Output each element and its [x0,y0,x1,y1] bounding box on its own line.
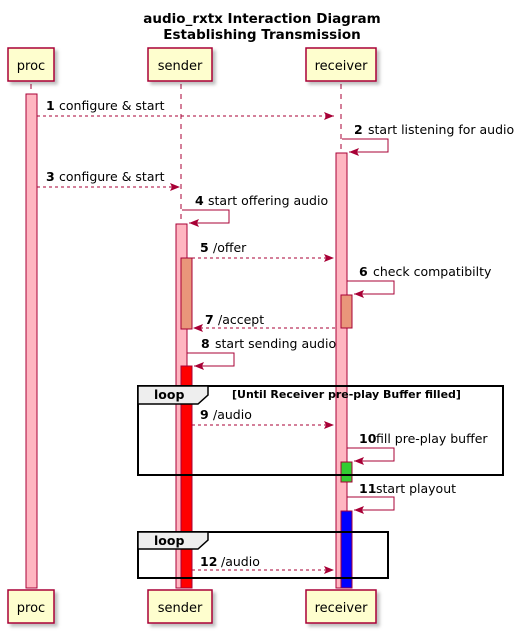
message-num-8: 8 [201,336,210,351]
activation-proc [25,93,38,589]
arrowhead-6 [354,290,364,298]
arrowhead-7 [193,324,203,332]
diagram-title: audio_rxtx Interaction Diagram [143,11,380,27]
message-text-2: start listening for audio [368,122,514,137]
arrowhead-2 [349,148,359,156]
message-text-1: configure & start [59,98,165,113]
message-text-12: /audio [221,554,260,569]
message-text-11: start playout [376,481,456,496]
arrowhead-12 [324,566,334,574]
message-num-9: 9 [200,407,209,422]
message-arrow-4 [182,209,230,224]
arrowhead-11 [354,506,364,514]
activation-sender-offer [180,257,193,330]
loop-header-1 [137,385,209,405]
message-text-8: start sending audio [215,336,336,351]
message-text-5: /offer [213,240,247,255]
loop-condition-1: [Until Receiver pre-play Buffer filled] [232,388,461,401]
arrowhead-4 [189,219,199,227]
loop-header-2 [137,531,209,550]
participant-label: receiver [315,59,369,74]
arrowhead-3 [170,183,180,191]
message-arrow-10 [347,447,395,462]
message-arrow-6 [347,280,395,295]
participant-label: sender [158,601,203,616]
loop-keyword-2: loop [154,533,184,548]
activation-sender-sending [180,365,193,589]
message-num-1: 1 [46,98,55,113]
message-arrow-11 [347,496,395,511]
message-num-3: 3 [46,169,55,184]
message-text-7: /accept [218,312,264,327]
message-num-12: 12 [200,554,217,569]
message-text-4: start offering audio [208,193,328,208]
loop-frame-1 [137,385,504,476]
message-text-3: configure & start [59,169,165,184]
activation-receiver-buffer [340,461,353,483]
message-num-7: 7 [205,312,214,327]
arrowhead-8 [194,362,204,370]
participant-proc-top: proc [7,47,55,82]
participant-receiver-bottom: receiver [305,589,377,624]
message-num-2: 2 [354,122,363,137]
participant-label: receiver [315,601,369,616]
arrowhead-10 [354,457,364,465]
loop-keyword-1: loop [154,387,184,402]
message-num-5: 5 [200,240,209,255]
diagram-subtitle: Establishing Transmission [163,27,360,43]
arrowhead-5 [324,254,334,262]
message-num-6: 6 [359,264,368,279]
participant-receiver-top: receiver [305,47,377,82]
message-arrow-2 [342,138,389,153]
arrowhead-1 [324,112,334,120]
loop-frame-2 [137,531,389,579]
participant-label: proc [17,601,45,616]
participant-sender-bottom: sender [147,589,213,624]
message-text-9: /audio [213,407,252,422]
participant-label: proc [17,59,45,74]
message-text-6: check compatibilty [373,264,492,279]
message-num-10: 10 [359,431,377,446]
arrowhead-9 [324,421,334,429]
participant-proc-bottom: proc [7,589,55,624]
message-num-4: 4 [195,193,204,208]
participant-label: sender [158,59,203,74]
activation-receiver-playout [340,510,353,589]
message-text-10: fill pre-play buffer [376,431,488,446]
activation-receiver-check [340,294,353,329]
message-arrow-8 [187,352,235,367]
message-num-11: 11 [359,481,376,496]
participant-sender-top: sender [147,47,213,82]
